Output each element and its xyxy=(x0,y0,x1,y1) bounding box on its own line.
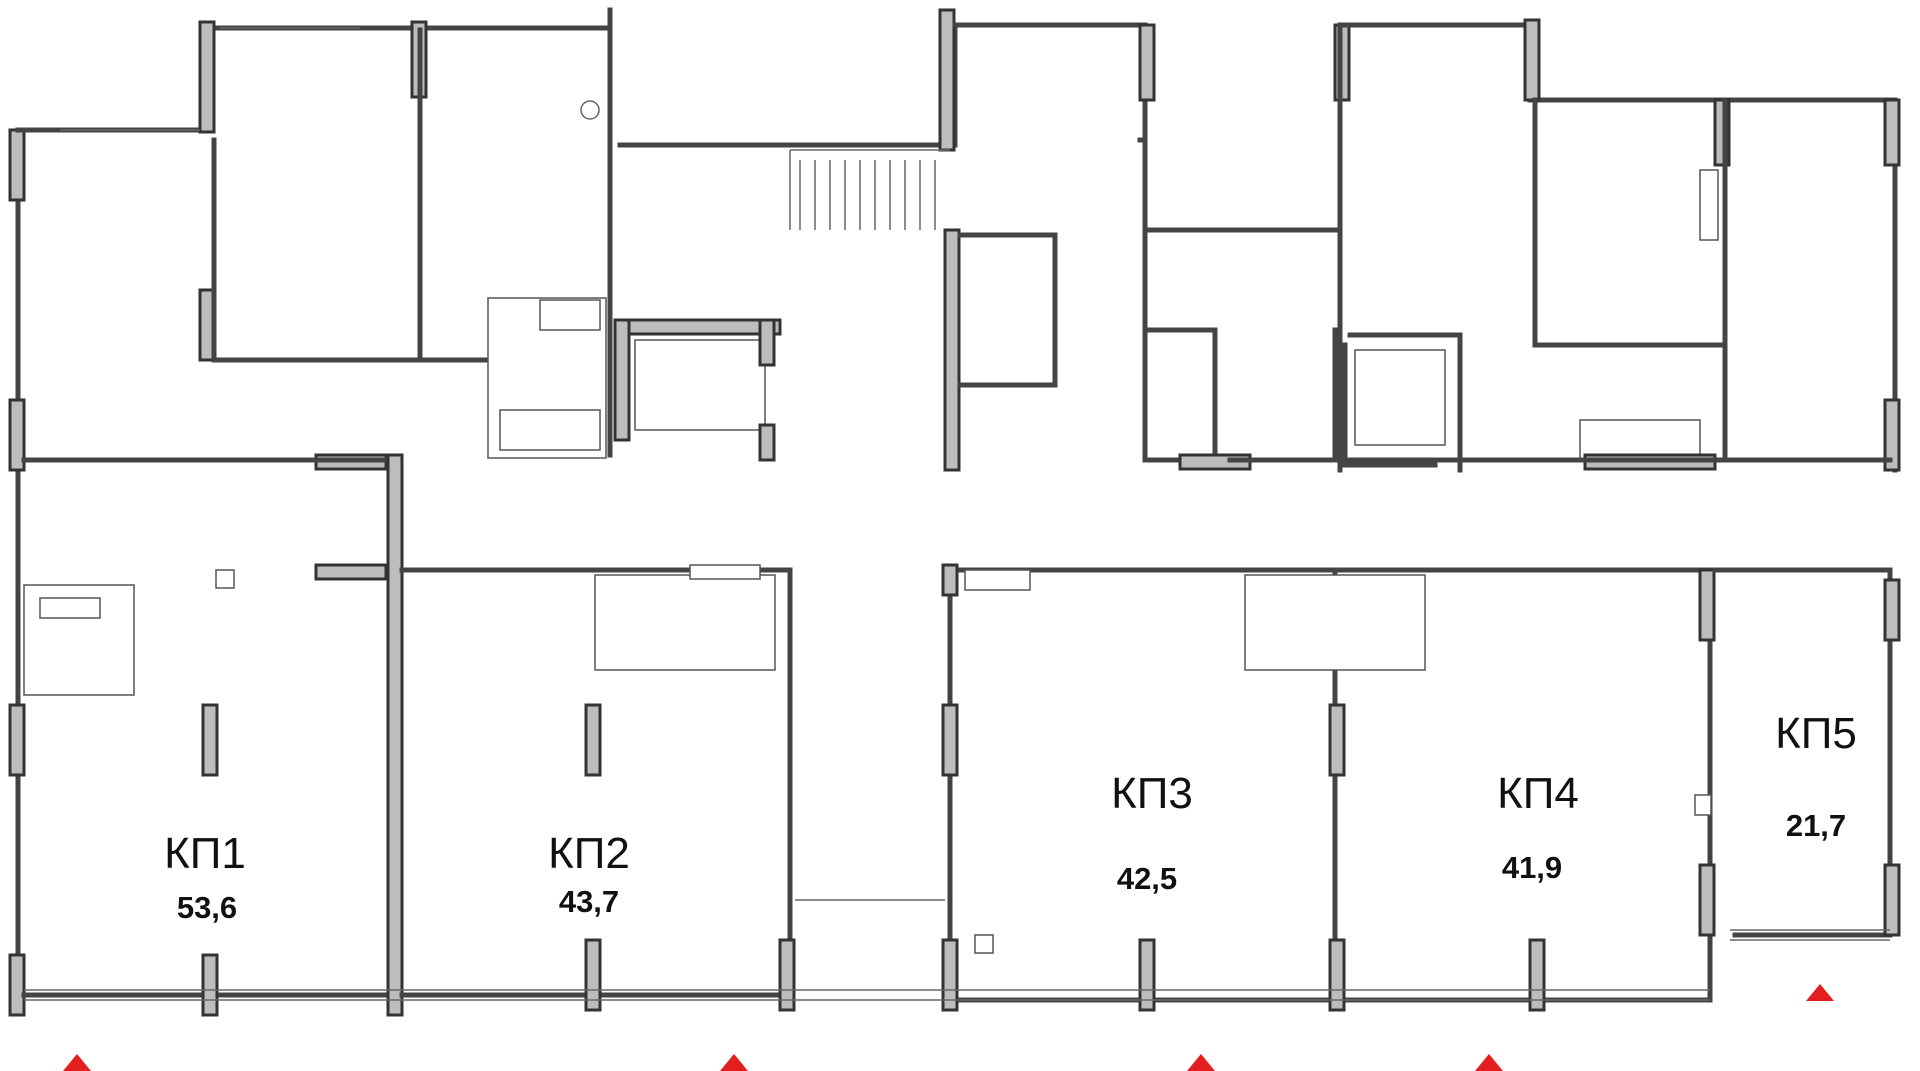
unit-kp3-area: 42,5 xyxy=(1117,861,1177,896)
entrance-triangle-icon xyxy=(1187,1054,1215,1071)
unit-kp3-name: КП3 xyxy=(1111,769,1193,818)
entrance-triangle-icon xyxy=(1475,1054,1503,1071)
upper-floor-walls xyxy=(8,7,1901,1017)
commercial-units-walls xyxy=(21,453,1901,1017)
entrance-triangle-icon xyxy=(720,1054,748,1071)
entrance-triangle-icon xyxy=(63,1054,91,1071)
unit-kp4-area: 41,9 xyxy=(1502,850,1562,885)
unit-kp5-area: 21,7 xyxy=(1786,808,1846,843)
unit-kp2-area: 43,7 xyxy=(559,884,619,919)
unit-kp2-name: КП2 xyxy=(548,829,630,878)
unit-kp1-name: КП1 xyxy=(164,829,246,878)
unit-kp4-name: КП4 xyxy=(1497,769,1579,818)
unit-kp1-area: 53,6 xyxy=(177,890,237,925)
unit-kp5-name: КП5 xyxy=(1775,709,1857,758)
entrance-triangle-icon xyxy=(1806,984,1834,1001)
unit-labels: КП1 53,6 КП2 43,7 КП3 42,5 КП4 41,9 КП5 … xyxy=(164,709,1857,925)
entrance-markers xyxy=(63,984,1834,1071)
